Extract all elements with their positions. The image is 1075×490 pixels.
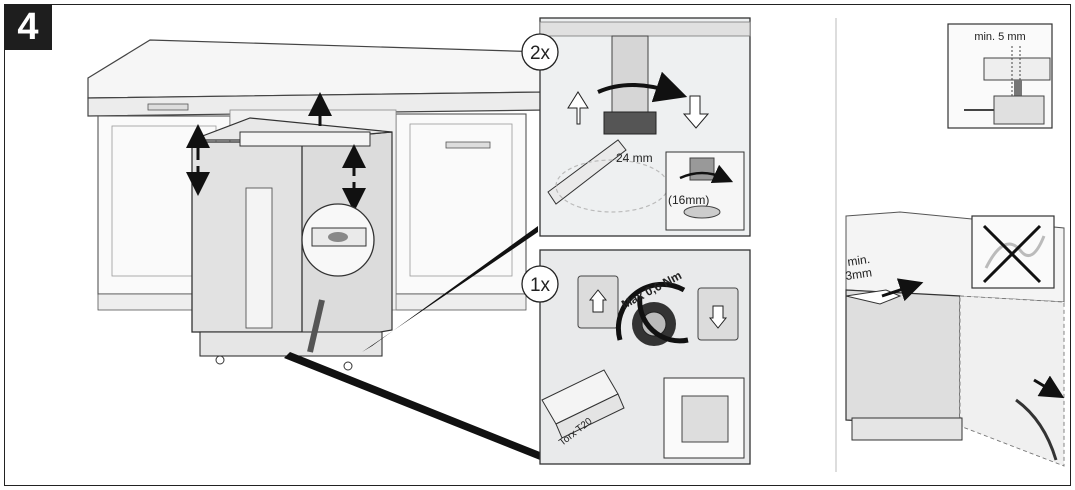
step-number-badge: 4	[4, 4, 52, 50]
small-wrench-size-label: (16mm)	[668, 193, 709, 207]
inset-adjust-feet	[539, 17, 751, 237]
multiplier-badge-1x	[521, 265, 559, 303]
dishwasher	[186, 92, 393, 371]
wrench-size-label: 24 mm	[616, 151, 653, 165]
inset-clearance	[947, 23, 1053, 129]
leader-lines	[284, 226, 540, 460]
multiplier-badge-2x	[521, 33, 559, 71]
multiplier-2x: 2x	[530, 43, 551, 64]
gap-label-line1: min.	[846, 252, 870, 269]
gap-label-line2: 3mm	[844, 265, 872, 283]
multiplier-1x: 1x	[530, 275, 551, 296]
fitted-dishwasher	[845, 211, 1065, 467]
inset-torque	[539, 249, 751, 465]
clearance-label: min. 5 mm	[974, 31, 1025, 43]
